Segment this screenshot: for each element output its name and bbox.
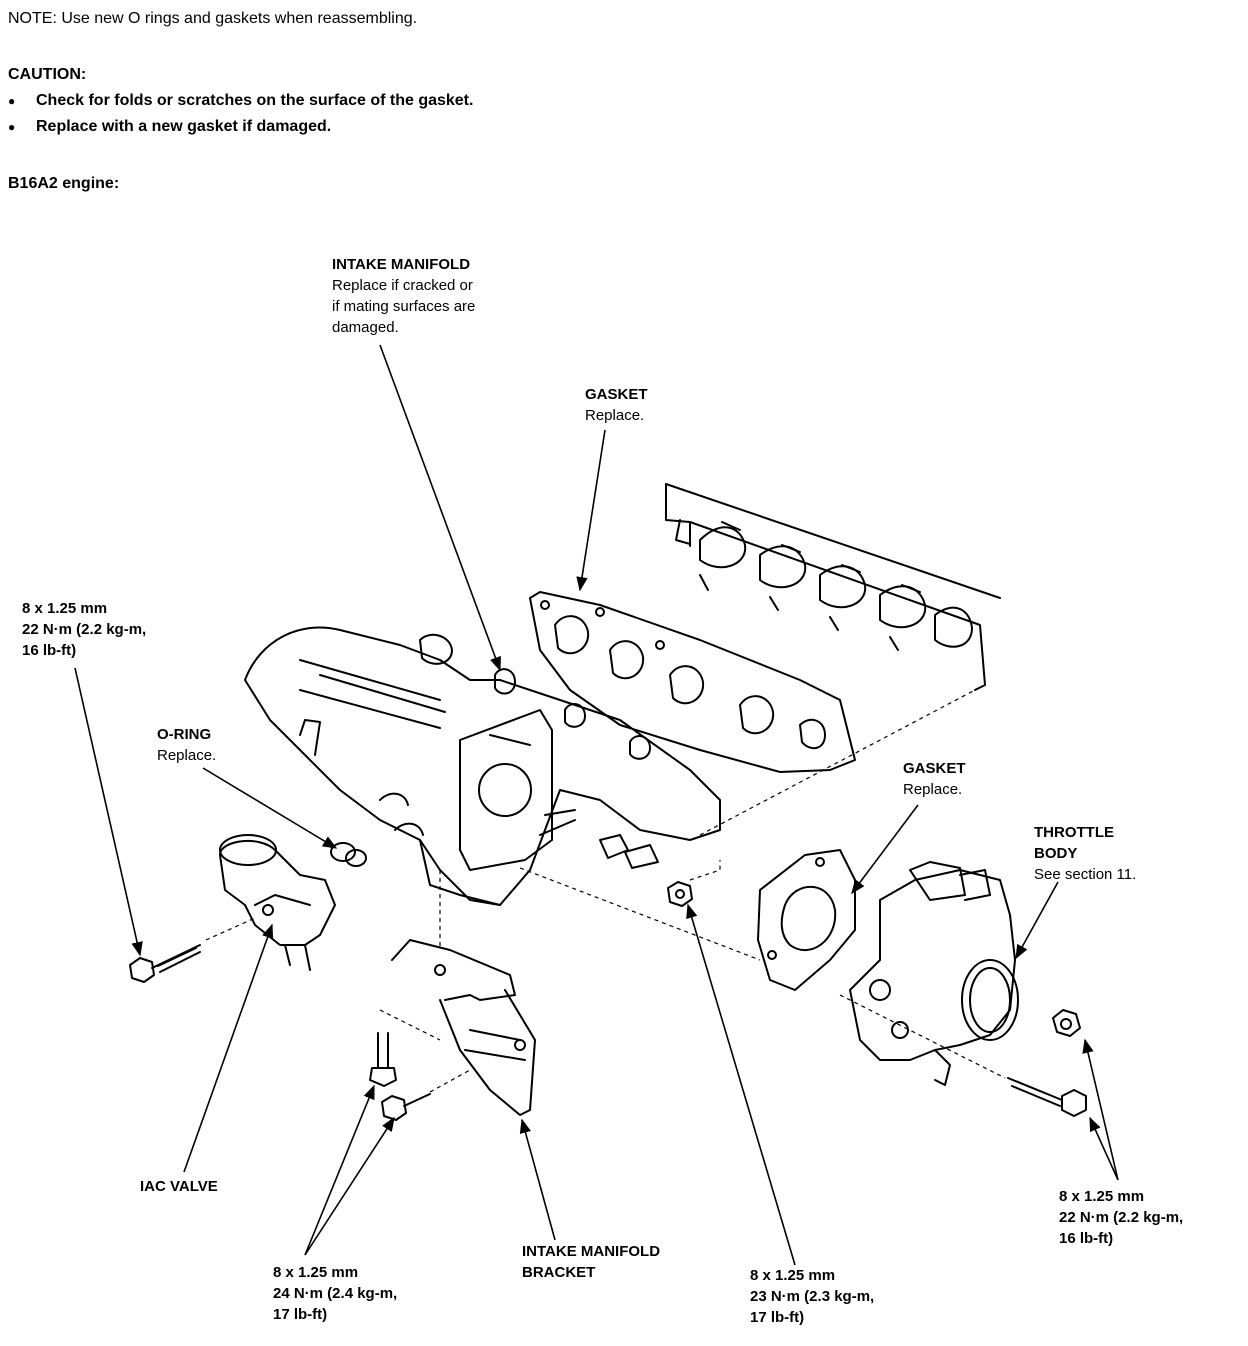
- bracket-drawing: [391, 939, 536, 1116]
- nut-manifold-drawing: [667, 881, 693, 907]
- intake-manifold-line-2: if mating surfaces are: [332, 298, 476, 315]
- alignment-lines: [205, 689, 1006, 1093]
- gasket-lower-title: GASKET: [903, 760, 966, 777]
- o-ring-title: O-RING: [157, 726, 212, 743]
- torque-nut-label: 8 x 1.25 mm 23 N·m (2.3 kg-m, 17 lb-ft): [750, 1265, 874, 1328]
- caution-title: CAUTION:: [8, 66, 87, 83]
- note-text: NOTE: Use new O rings and gaskets when r…: [8, 10, 418, 27]
- intake-manifold-label: INTAKE MANIFOLD Replace if cracked or if…: [332, 254, 475, 338]
- gasket-lower-sub: Replace.: [903, 781, 963, 798]
- upper-gasket-drawing: [529, 591, 856, 773]
- bracket-label: INTAKE MANIFOLD BRACKET: [522, 1241, 660, 1283]
- leader-arrows: [74, 344, 1119, 1266]
- torque-right-label: 8 x 1.25 mm 22 N·m (2.2 kg-m, 16 lb-ft): [1059, 1186, 1183, 1249]
- gasket-upper-label: GASKET Replace.: [585, 384, 648, 426]
- torque-bracket-l3: 17 lb-ft): [273, 1306, 328, 1323]
- torque-nut-l3: 17 lb-ft): [750, 1309, 805, 1326]
- iac-valve-drawing: [219, 834, 336, 971]
- intake-manifold-drawing: [244, 626, 721, 906]
- intake-manifold-line-1: Replace if cracked or: [332, 277, 473, 294]
- torque-nut-l1: 8 x 1.25 mm: [750, 1267, 836, 1284]
- o-ring-label: O-RING Replace.: [157, 724, 216, 766]
- lower-gasket-drawing: [757, 849, 856, 991]
- intake-manifold-line-3: damaged.: [332, 319, 399, 336]
- bracket-line-1: INTAKE MANIFOLD: [522, 1243, 661, 1260]
- bolt-left-drawing: [129, 944, 201, 983]
- torque-right-l3: 16 lb-ft): [1059, 1230, 1114, 1247]
- throttle-body-label: THROTTLE BODY See section 11.: [1034, 822, 1136, 885]
- iac-valve-title: IAC VALVE: [140, 1178, 218, 1195]
- gasket-upper-title: GASKET: [585, 386, 648, 403]
- gasket-lower-label: GASKET Replace.: [903, 758, 966, 800]
- throttle-body-title-2: BODY: [1034, 845, 1078, 862]
- torque-nut-l2: 23 N·m (2.3 kg-m,: [750, 1288, 875, 1305]
- torque-left-l3: 16 lb-ft): [22, 642, 77, 659]
- o-ring-sub: Replace.: [157, 747, 217, 764]
- bolt-right-drawing: [1007, 1077, 1087, 1117]
- intake-manifold-title: INTAKE MANIFOLD: [332, 256, 471, 273]
- bolt-bracket-upper-drawing: [369, 1032, 397, 1087]
- iac-valve-label: IAC VALVE: [140, 1176, 218, 1197]
- gasket-upper-sub: Replace.: [585, 407, 645, 424]
- engine-label: B16A2 engine:: [8, 175, 120, 192]
- torque-left-l2: 22 N·m (2.2 kg-m,: [22, 621, 147, 638]
- torque-left-l1: 8 x 1.25 mm: [22, 600, 108, 617]
- bolt-bracket-lower-drawing: [381, 1093, 431, 1121]
- caution-item-2: Replace with a new gasket if damaged.: [8, 116, 331, 138]
- torque-bracket-l1: 8 x 1.25 mm: [273, 1264, 359, 1281]
- caution-item-1: Check for folds or scratches on the surf…: [8, 90, 473, 112]
- torque-right-l1: 8 x 1.25 mm: [1059, 1188, 1145, 1205]
- throttle-body-sub: See section 11.: [1034, 866, 1137, 883]
- torque-bracket-label: 8 x 1.25 mm 24 N·m (2.4 kg-m, 17 lb-ft): [273, 1262, 397, 1325]
- torque-left-label: 8 x 1.25 mm 22 N·m (2.2 kg-m, 16 lb-ft): [22, 598, 146, 661]
- nut-right-drawing: [1052, 1009, 1081, 1037]
- throttle-body-drawing: [849, 861, 1019, 1086]
- torque-right-l2: 22 N·m (2.2 kg-m,: [1059, 1209, 1184, 1226]
- o-ring-drawing: [330, 842, 367, 867]
- bracket-line-2: BRACKET: [522, 1264, 596, 1281]
- cylinder-head-drawing: [665, 483, 1001, 691]
- throttle-body-title-1: THROTTLE: [1034, 824, 1114, 841]
- torque-bracket-l2: 24 N·m (2.4 kg-m,: [273, 1285, 398, 1302]
